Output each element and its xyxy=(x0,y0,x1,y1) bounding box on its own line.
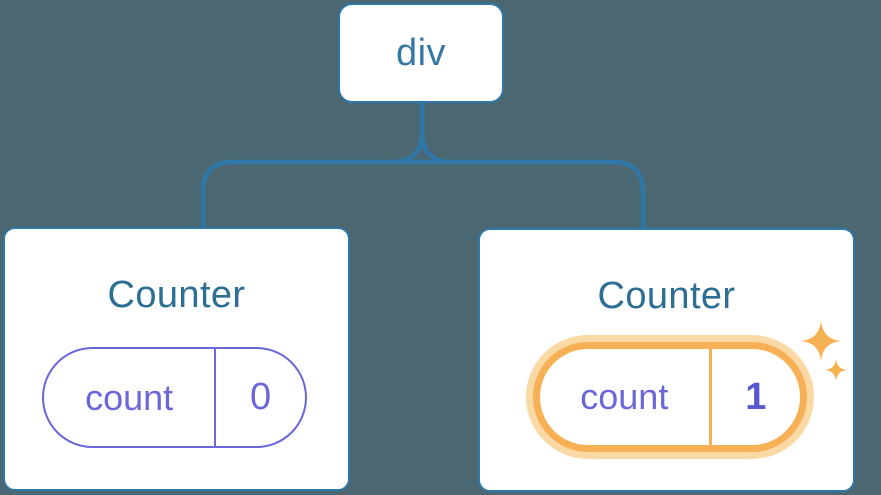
counter-title: Counter xyxy=(107,274,246,316)
state-key-cell: count xyxy=(44,349,217,446)
state-key-label: count xyxy=(580,376,669,417)
state-key-cell: count xyxy=(540,349,712,445)
state-value-label: 1 xyxy=(745,375,767,418)
state-key-label: count xyxy=(85,376,174,418)
state-value-cell: 0 xyxy=(216,349,305,446)
counter-card-left: Counter count 0 xyxy=(3,227,350,491)
sparkle-icon xyxy=(801,321,847,381)
state-pill: count 0 xyxy=(42,347,307,448)
state-pill-highlighted: count 1 xyxy=(533,342,807,452)
state-value-label: 0 xyxy=(250,376,272,418)
state-value-cell: 1 xyxy=(712,349,800,445)
root-node-label: div xyxy=(395,31,447,74)
counter-card-right: Counter count 1 xyxy=(478,228,855,492)
counter-title: Counter xyxy=(597,275,736,317)
root-node: div xyxy=(338,3,504,103)
